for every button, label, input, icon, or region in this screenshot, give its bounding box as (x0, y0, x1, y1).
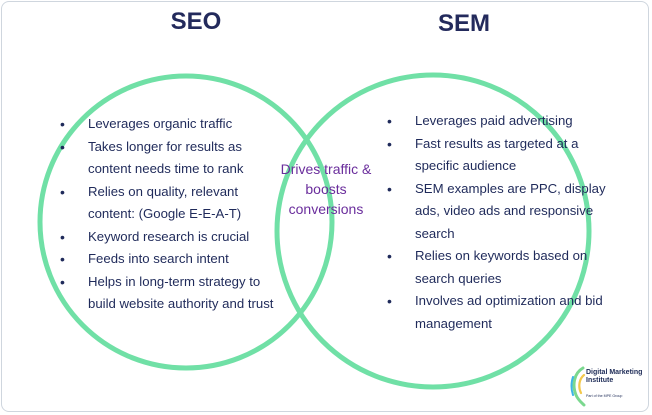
logo-tagline: Part of the MPE Group (586, 394, 623, 398)
seo-list-item: Keyword research is crucial (60, 226, 280, 249)
seo-list-item: Leverages organic traffic (60, 113, 280, 136)
sem-list-item: Involves ad optimization and bid managem… (387, 290, 617, 335)
logo-name: Digital Marketing Institute (586, 369, 643, 384)
sem-list-item: Leverages paid advertising (387, 110, 617, 133)
seo-circle (37, 73, 335, 371)
seo-list-item: Takes longer for results as content need… (60, 136, 280, 181)
seo-list-item: Feeds into search intent (60, 248, 280, 271)
sem-title: SEM (437, 10, 490, 37)
dmi-swirl-logo-icon (570, 366, 586, 407)
seo-list-item: Relies on quality, relevant content: (Go… (60, 181, 280, 226)
seo-list: Leverages organic traffic Takes longer f… (60, 113, 280, 316)
sem-list-item: Fast results as targeted at a specific a… (387, 133, 617, 178)
sem-list: Leverages paid advertising Fast results … (387, 110, 617, 335)
seo-list-item: Helps in long-term strategy to build web… (60, 271, 280, 316)
overlap-text: Drives traffic & boosts conversions (280, 161, 372, 217)
sem-list-item: Relies on keywords based on search queri… (387, 245, 617, 290)
dmi-logo: Digital Marketing Institute Part of the … (570, 363, 648, 411)
seo-title: SEO (170, 8, 222, 35)
sem-list-item: SEM examples are PPC, display ads, video… (387, 178, 617, 246)
